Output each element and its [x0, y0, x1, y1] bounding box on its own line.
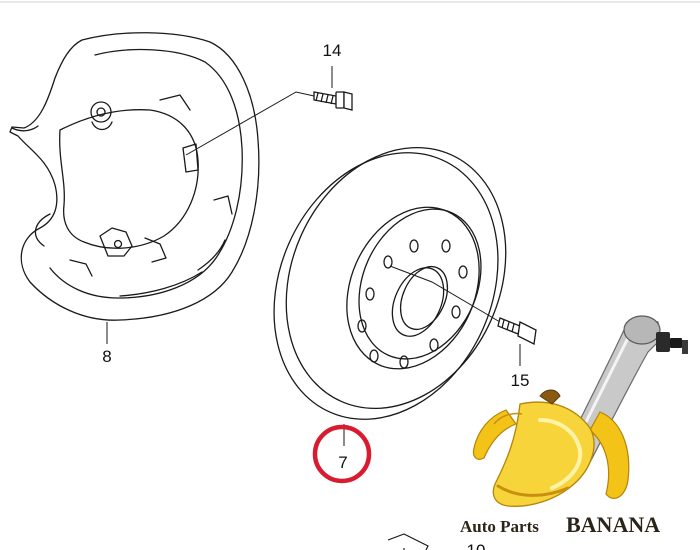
callout-8: 8 — [102, 347, 111, 366]
highlight-circle — [312, 424, 372, 484]
partial-part-bottom — [387, 533, 429, 550]
leader-line-bolt-14 — [185, 91, 315, 156]
callout-14: 14 — [323, 41, 342, 60]
callout-10-partial: 10 — [467, 541, 486, 550]
brand-text-large: BANANA — [566, 512, 660, 537]
banana-icon — [472, 389, 630, 507]
bolt-14 — [313, 66, 353, 111]
callout-7: 7 — [338, 453, 347, 472]
brake-disc — [273, 146, 507, 420]
callout-15: 15 — [511, 371, 530, 390]
brand-text-small: Auto Parts — [460, 517, 539, 536]
bolt-15 — [497, 317, 537, 366]
backing-plate — [9, 32, 260, 321]
banana-with-control-arm-logo: Auto Parts BANANA — [460, 315, 688, 537]
